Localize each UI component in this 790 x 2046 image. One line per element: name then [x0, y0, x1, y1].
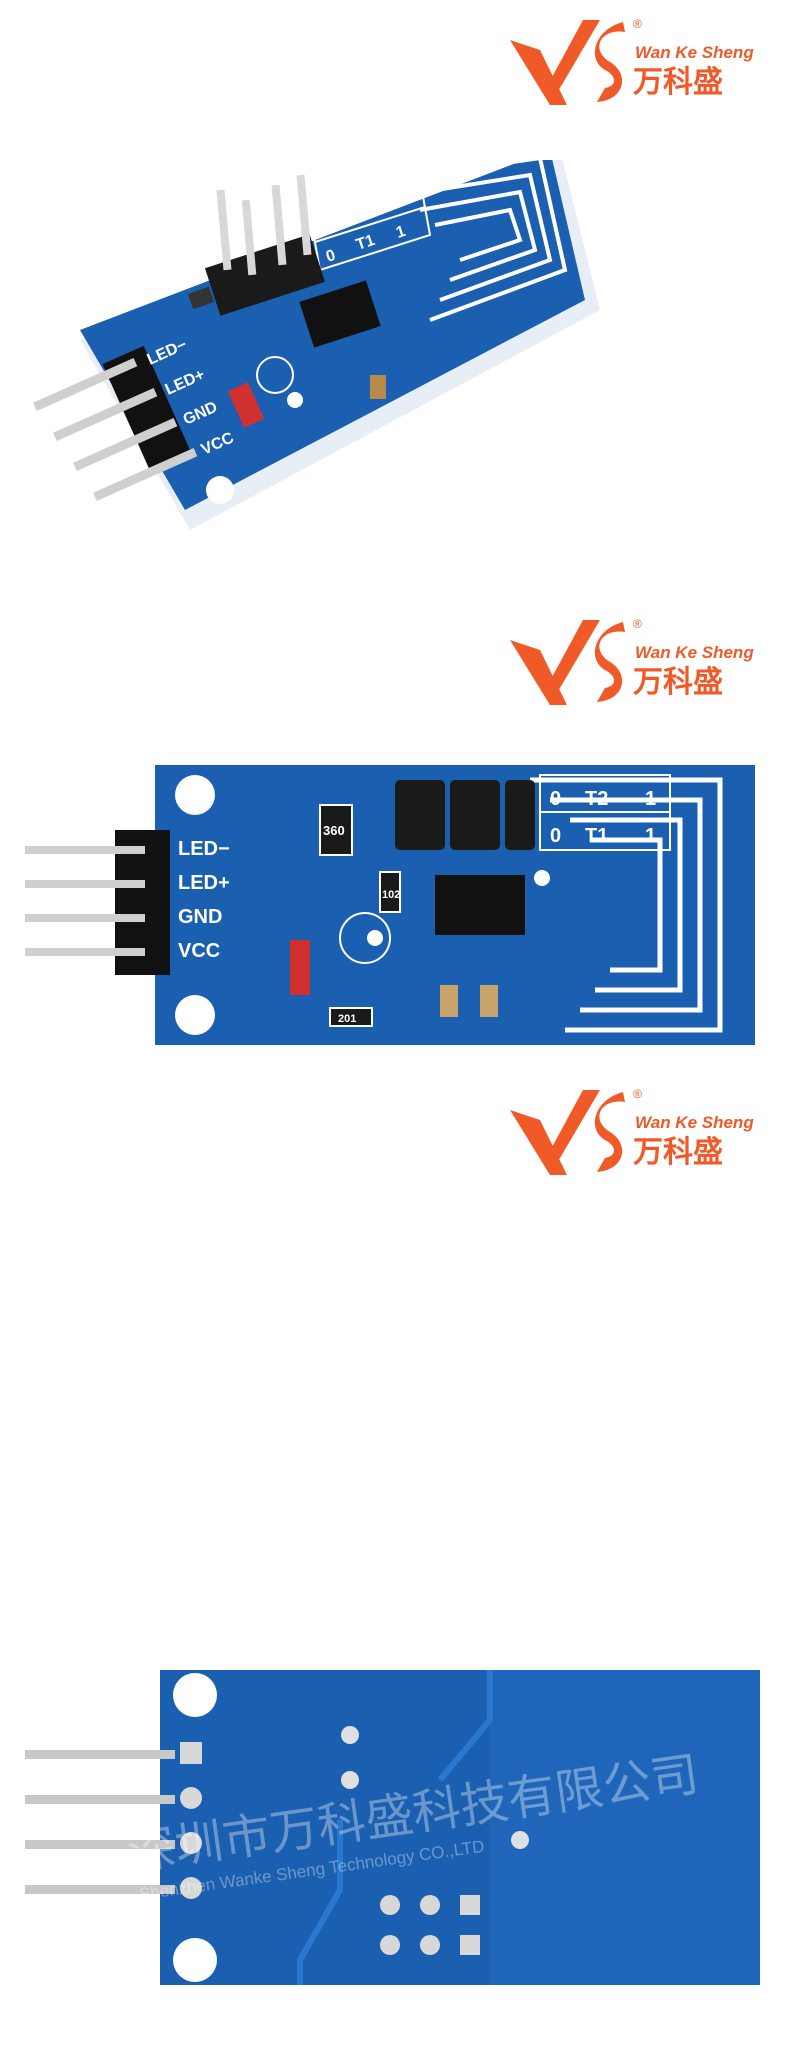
resistor-360: 360 [323, 823, 345, 838]
photo-section-1: ® Wan Ke Sheng 万科盛 T2 T1 1 1 [0, 0, 790, 600]
ic-chip [299, 280, 381, 348]
ic-chip-top [435, 875, 525, 935]
pin-label-vcc-top: VCC [178, 940, 220, 962]
jumper-1b-top: 1 [645, 825, 656, 847]
resistor-102: 102 [382, 889, 400, 901]
brand-logo: ® Wan Ke Sheng 万科盛 [505, 10, 765, 120]
brand-logo-3: ® Wan Ke Sheng 万科盛 [505, 1080, 765, 1190]
mount-hole [206, 476, 234, 504]
header-block-side [102, 345, 193, 474]
brand-registered-2: ® [633, 617, 642, 631]
jumper-t1-top: T1 [585, 825, 608, 847]
jumper-t2: T2 [346, 202, 369, 224]
pin-label-led-minus-top: LED− [178, 838, 230, 860]
jumper-0a-top: 0 [550, 788, 561, 810]
pin-label-gnd-top: GND [178, 906, 222, 928]
brand-logo-2: ® Wan Ke Sheng 万科盛 [505, 610, 765, 720]
brand-english-3: Wan Ke Sheng [635, 1113, 754, 1132]
board-back-photo: 深圳市万科盛科技有限公司 Shenzhen Wanke Sheng Techno… [20, 1660, 770, 2000]
resistor-201: 201 [338, 1013, 356, 1025]
photo-section-3: ® Wan Ke Sheng 万科盛 [0, 1070, 790, 2046]
brand-registered-3: ® [633, 1087, 642, 1101]
brand-chinese: 万科盛 [633, 66, 723, 99]
pin-label-led-plus-top: LED+ [178, 872, 230, 894]
photo-section-2: ® Wan Ke Sheng 万科盛 0 T2 1 0 T1 1 [0, 600, 790, 1070]
brand-chinese-3: 万科盛 [633, 1136, 723, 1169]
jumper-t2-top: T2 [585, 788, 608, 810]
jumper-0a: 0 [316, 217, 330, 236]
brand-english-2: Wan Ke Sheng [635, 643, 754, 662]
header-block-top [204, 234, 326, 316]
board-angled-photo: T2 T1 1 1 0 0 LED− [20, 160, 760, 580]
brand-registered: ® [633, 17, 642, 31]
jumper-1a-top: 1 [645, 788, 656, 810]
brand-chinese-2: 万科盛 [633, 666, 723, 699]
jumper-1a: 1 [386, 193, 400, 212]
jumper-t1: T1 [354, 232, 377, 254]
brand-english: Wan Ke Sheng [635, 43, 754, 62]
jumper-0b-top: 0 [550, 825, 561, 847]
board-top-photo: 0 T2 1 0 T1 1 LED− LED+ GND VCC [20, 760, 770, 1060]
